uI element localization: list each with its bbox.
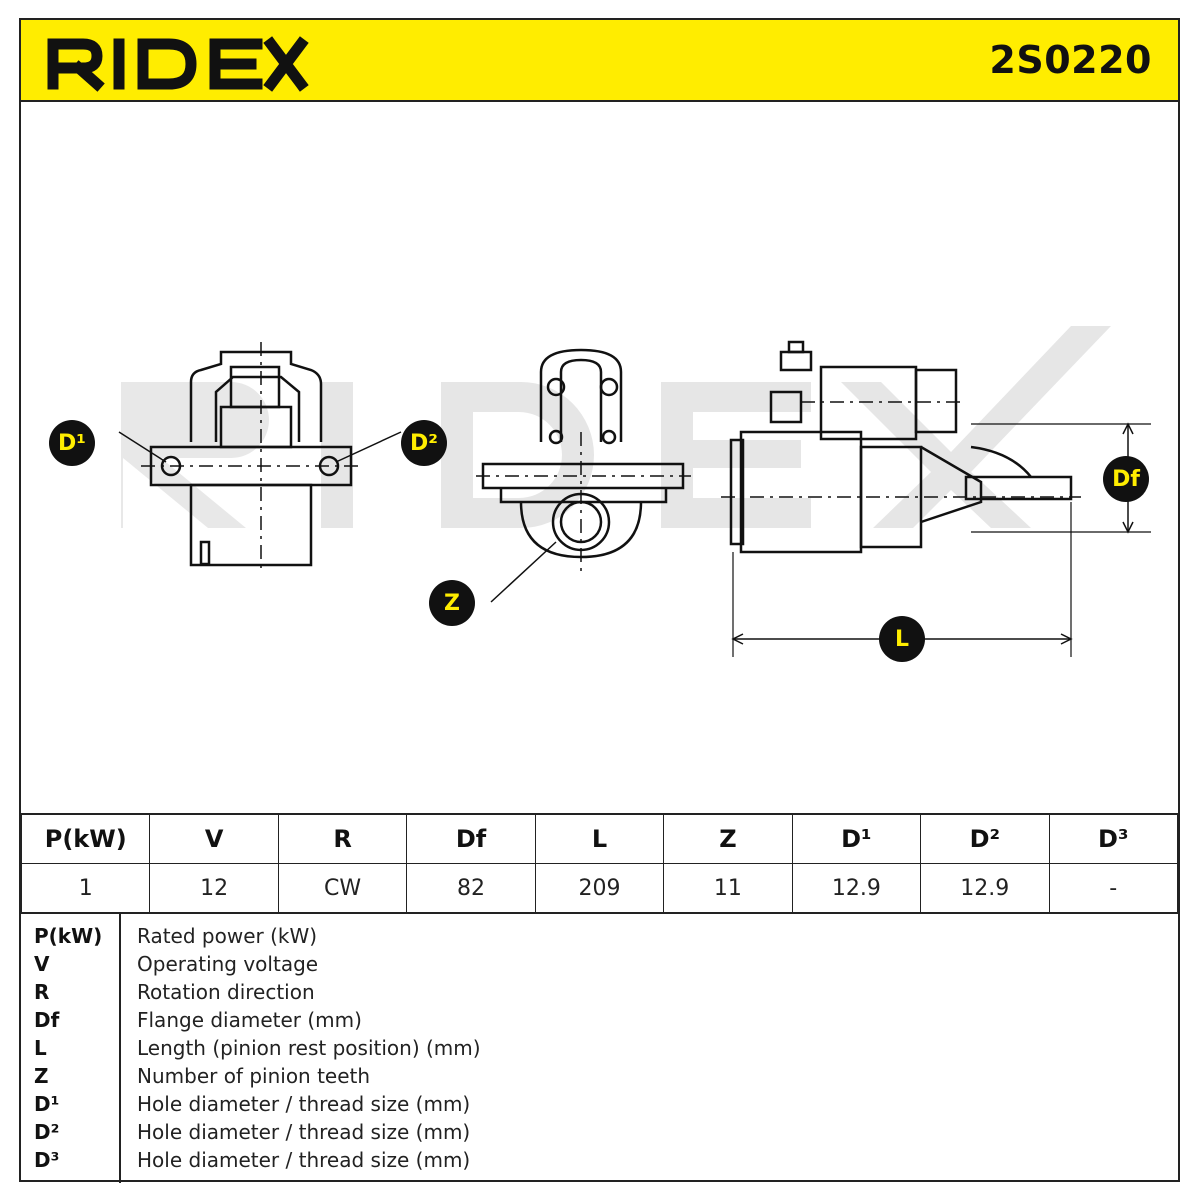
legend-key: R bbox=[34, 980, 50, 1004]
legend-desc: Rated power (kW) bbox=[137, 924, 318, 948]
legend-item: Df Flange diameter (mm) bbox=[21, 1008, 1178, 1036]
part-number: 2S0220 bbox=[989, 38, 1152, 82]
legend-desc: Hole diameter / thread size (mm) bbox=[137, 1148, 471, 1172]
legend-key: D¹ bbox=[34, 1092, 60, 1116]
spec-header: L bbox=[534, 813, 665, 864]
legend-desc: Operating voltage bbox=[137, 952, 319, 976]
starter-motor-drawing bbox=[118, 326, 1151, 657]
spec-value: 12.9 bbox=[791, 863, 922, 913]
callout-d1: D¹ bbox=[49, 420, 95, 466]
spec-header: P(kW) bbox=[20, 813, 151, 864]
header-bar: 2S0220 bbox=[21, 20, 1178, 102]
spec-value: 12.9 bbox=[920, 863, 1050, 913]
legend-key: L bbox=[34, 1036, 47, 1060]
spec-header: V bbox=[149, 813, 279, 864]
spec-header: D² bbox=[920, 813, 1050, 864]
spec-header: Z bbox=[663, 813, 793, 864]
callout-d2: D² bbox=[401, 420, 447, 466]
legend-key: Df bbox=[34, 1008, 60, 1032]
technical-drawing: D¹ D² Z Df L bbox=[21, 102, 1178, 815]
legend-key: Z bbox=[34, 1064, 49, 1088]
spec-value: 12 bbox=[149, 863, 279, 913]
legend-key: P(kW) bbox=[34, 924, 103, 948]
legend-key: V bbox=[34, 952, 50, 976]
legend-desc: Hole diameter / thread size (mm) bbox=[137, 1092, 471, 1116]
legend-desc: Flange diameter (mm) bbox=[137, 1008, 362, 1032]
callout-df: Df bbox=[1103, 456, 1149, 502]
spec-header-row: P(kW) V R Df L Z D¹ D² D³ bbox=[20, 813, 1178, 864]
legend-item: V Operating voltage bbox=[21, 952, 1178, 980]
legend-desc: Hole diameter / thread size (mm) bbox=[137, 1120, 471, 1144]
legend-desc: Number of pinion teeth bbox=[137, 1064, 371, 1088]
legend-desc: Length (pinion rest position) (mm) bbox=[137, 1036, 481, 1060]
legend-item: D¹ Hole diameter / thread size (mm) bbox=[21, 1092, 1178, 1120]
ridex-watermark bbox=[121, 326, 1111, 528]
legend-key: D² bbox=[34, 1120, 60, 1144]
datasheet: 2S0220 bbox=[19, 18, 1180, 1183]
spec-value: 82 bbox=[406, 863, 536, 913]
spec-header: D³ bbox=[1048, 813, 1178, 864]
legend-divider bbox=[119, 914, 121, 1183]
legend-item: R Rotation direction bbox=[21, 980, 1178, 1008]
legend-desc: Rotation direction bbox=[137, 980, 315, 1004]
legend: P(kW) Rated power (kW) V Operating volta… bbox=[21, 913, 1178, 1183]
legend-item: P(kW) Rated power (kW) bbox=[21, 924, 1178, 952]
spec-value: CW bbox=[277, 863, 408, 913]
spec-value: 1 bbox=[20, 863, 151, 913]
legend-item: L Length (pinion rest position) (mm) bbox=[21, 1036, 1178, 1064]
legend-item: Z Number of pinion teeth bbox=[21, 1064, 1178, 1092]
spec-table: P(kW) V R Df L Z D¹ D² D³ 1 12 CW 82 209… bbox=[20, 813, 1178, 913]
front-view bbox=[118, 342, 402, 572]
spec-value: 209 bbox=[534, 863, 665, 913]
callout-l: L bbox=[879, 616, 925, 662]
spec-header: D¹ bbox=[791, 813, 922, 864]
spec-value-row: 1 12 CW 82 209 11 12.9 12.9 - bbox=[20, 863, 1178, 913]
spec-value: - bbox=[1048, 863, 1178, 913]
legend-item: D² Hole diameter / thread size (mm) bbox=[21, 1120, 1178, 1148]
spec-value: 11 bbox=[663, 863, 793, 913]
callout-z: Z bbox=[429, 580, 475, 626]
legend-item: D³ Hole diameter / thread size (mm) bbox=[21, 1148, 1178, 1176]
spec-header: Df bbox=[406, 813, 536, 864]
ridex-logo bbox=[47, 36, 309, 92]
legend-key: D³ bbox=[34, 1148, 60, 1172]
end-view bbox=[476, 348, 691, 603]
spec-header: R bbox=[277, 813, 408, 864]
